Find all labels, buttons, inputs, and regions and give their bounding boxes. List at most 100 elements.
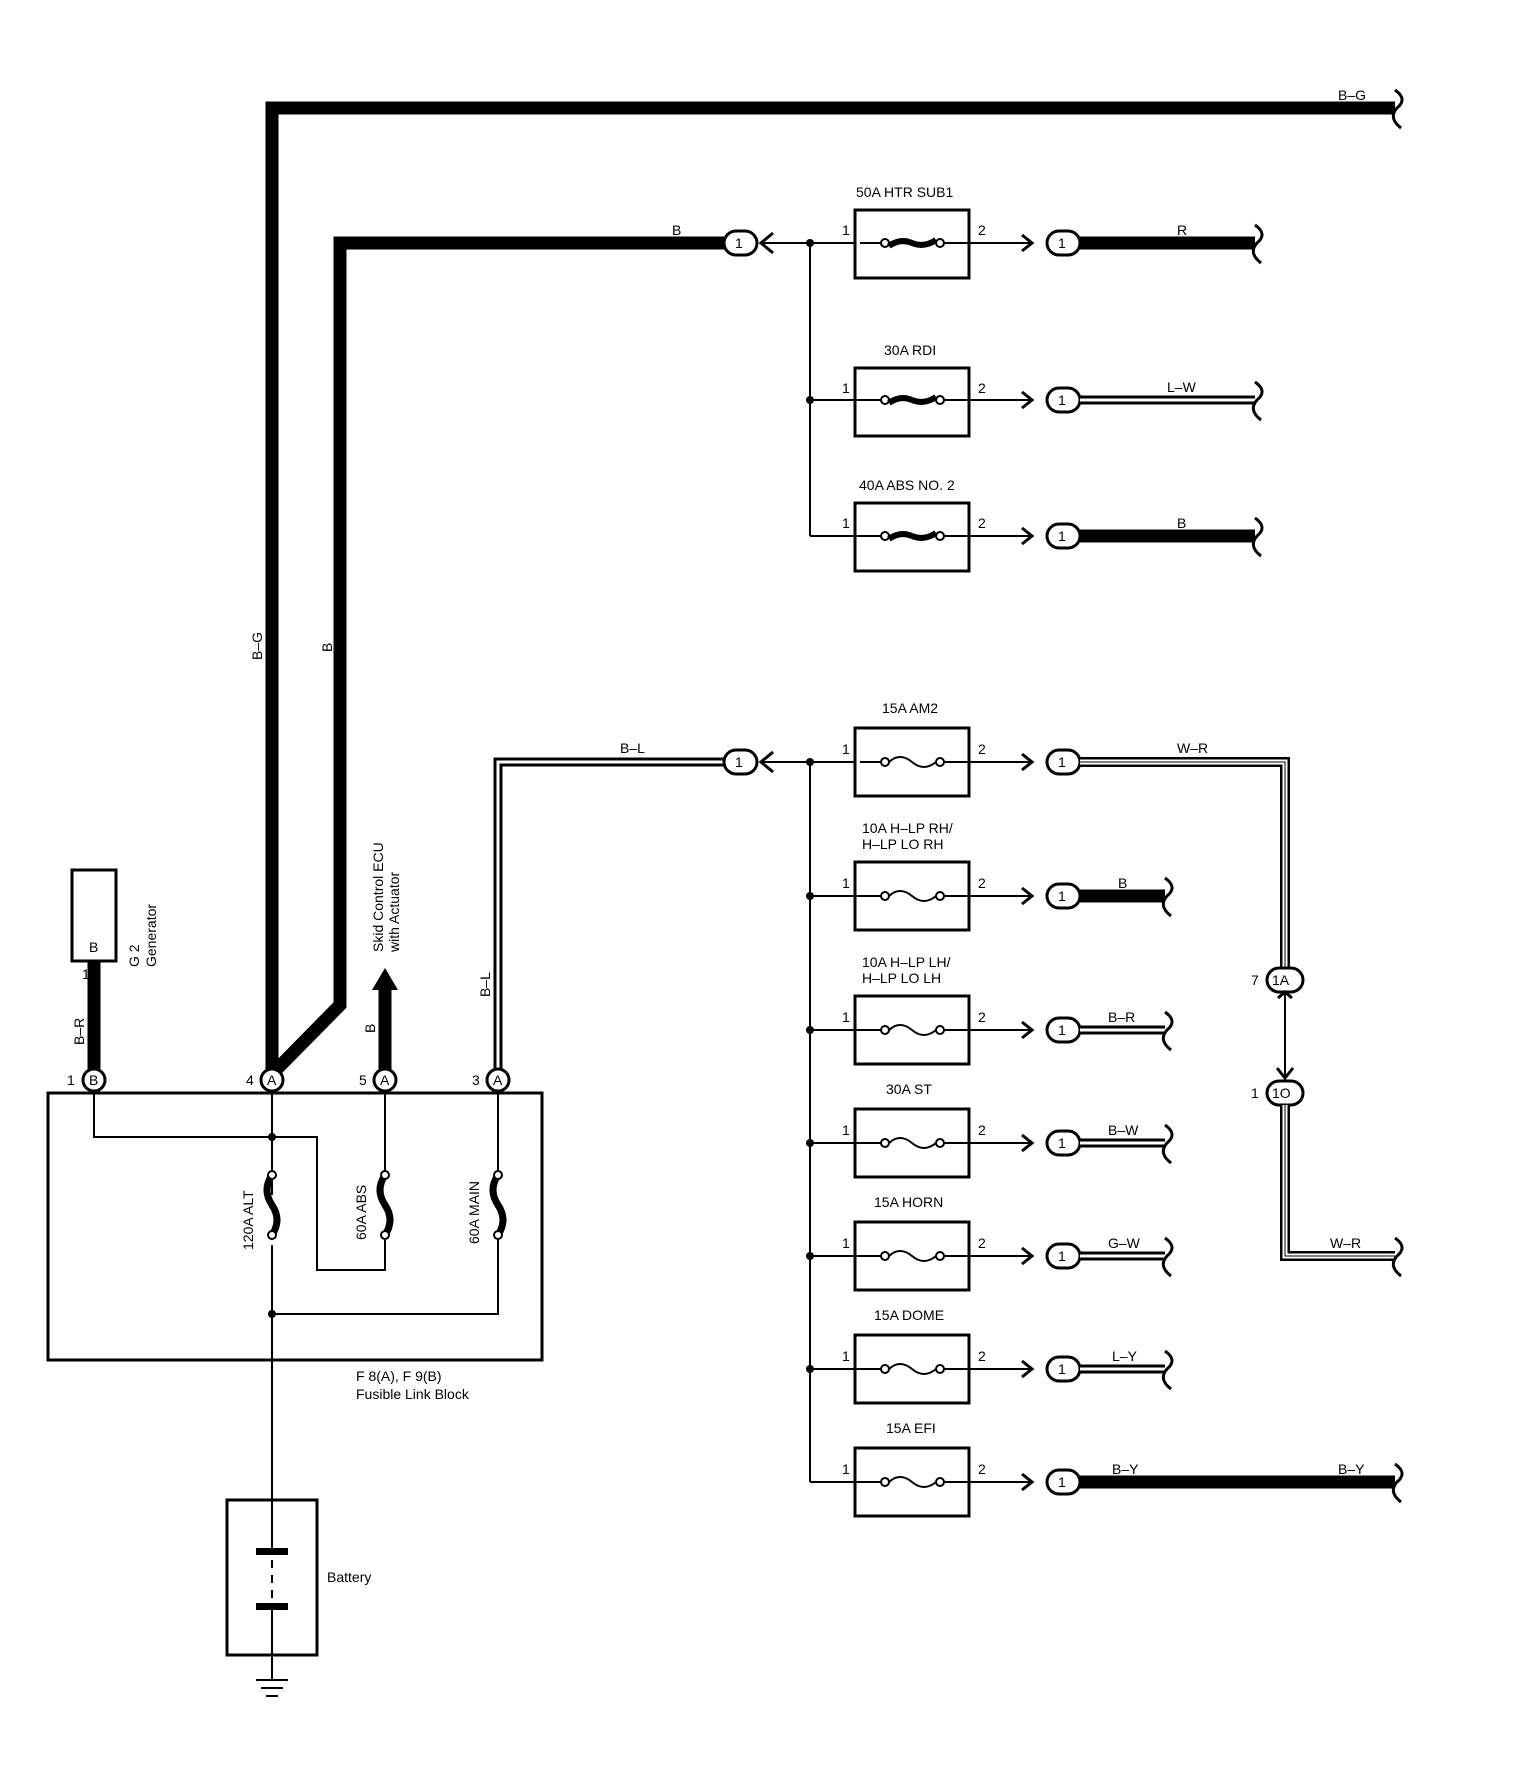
svg-text:2: 2 xyxy=(978,515,986,531)
fuse-label-2: H–LP LO LH xyxy=(862,970,941,986)
fuse-label: 15A AM2 xyxy=(882,700,938,716)
wire-label: R xyxy=(1177,222,1187,238)
fuse-label-alt: 120A ALT xyxy=(240,1190,256,1250)
fuse-hlp-lh: 10A H–LP LH/ H–LP LO LH 1 2 1 B–R xyxy=(810,954,1174,1066)
svg-text:B: B xyxy=(89,939,98,955)
svg-text:1: 1 xyxy=(842,1348,850,1364)
wire-label: W–R xyxy=(1177,740,1208,756)
svg-text:2: 2 xyxy=(978,1348,986,1364)
svg-text:1O: 1O xyxy=(1272,1085,1291,1101)
svg-text:A: A xyxy=(493,1072,503,1088)
fuse-label: 30A ST xyxy=(886,1081,932,1097)
svg-text:1: 1 xyxy=(842,380,850,396)
svg-text:2: 2 xyxy=(978,741,986,757)
svg-text:2: 2 xyxy=(978,380,986,396)
fuse-efi: 15A EFI 1 2 1 B–Y B–Y xyxy=(810,1420,1404,1518)
svg-text:1: 1 xyxy=(1058,1361,1066,1377)
generator-id: G 2 xyxy=(126,944,142,967)
inline-connector-b-feed: 1 xyxy=(722,229,774,257)
wire-label: B–W xyxy=(1108,1122,1139,1138)
fusible-link-caption-1: F 8(A), F 9(B) xyxy=(356,1368,442,1384)
svg-text:3: 3 xyxy=(472,1072,480,1088)
wire-label-bl-vertical: B–L xyxy=(477,972,493,997)
fusible-link-block: 120A ALT 60A ABS 60A MAIN B 1 A 4 A 5 A … xyxy=(46,1067,544,1488)
wire-label-br: B–R xyxy=(71,1018,87,1045)
svg-text:1: 1 xyxy=(1058,1135,1066,1151)
arrow-up-icon xyxy=(372,968,398,990)
battery: Battery xyxy=(225,1488,371,1680)
wire-label: B–Y xyxy=(1112,1461,1139,1477)
battery-label: Battery xyxy=(327,1569,371,1585)
svg-text:1: 1 xyxy=(1058,754,1066,770)
wire-label: B–Y xyxy=(1338,1461,1365,1477)
svg-text:1: 1 xyxy=(82,966,90,982)
svg-text:2: 2 xyxy=(978,222,986,238)
fusible-link-caption-2: Fusible Link Block xyxy=(356,1386,470,1402)
svg-text:1: 1 xyxy=(842,1122,850,1138)
svg-text:1: 1 xyxy=(842,222,850,238)
fuse-label: 15A DOME xyxy=(874,1307,944,1323)
fuse-label: 10A H–LP LH/ xyxy=(862,954,951,970)
junction-1o: 1O 1 xyxy=(1251,1079,1305,1107)
svg-text:2: 2 xyxy=(978,875,986,891)
svg-text:1: 1 xyxy=(1058,528,1066,544)
wire-label-bl-horizontal: B–L xyxy=(620,740,645,756)
fuse-label: 50A HTR SUB1 xyxy=(856,184,953,200)
wire-label: G–W xyxy=(1108,1235,1141,1251)
svg-text:1: 1 xyxy=(1058,1022,1066,1038)
svg-text:4: 4 xyxy=(246,1072,254,1088)
fuse-label: 40A ABS NO. 2 xyxy=(859,477,955,493)
svg-text:1: 1 xyxy=(842,875,850,891)
svg-text:A: A xyxy=(380,1072,390,1088)
svg-text:1: 1 xyxy=(842,741,850,757)
svg-text:B: B xyxy=(89,1072,98,1088)
svg-text:1: 1 xyxy=(1058,888,1066,904)
svg-text:1: 1 xyxy=(67,1072,75,1088)
wire-end-bg xyxy=(1391,88,1404,130)
fuse-label: 15A EFI xyxy=(886,1420,936,1436)
skid-control-label-1: Skid Control ECU xyxy=(370,842,386,952)
svg-text:2: 2 xyxy=(978,1461,986,1477)
wire-label: B xyxy=(1118,875,1127,891)
wire-bg xyxy=(265,101,1395,1080)
wire-wr-output xyxy=(1280,1105,1395,1261)
generator-name: Generator xyxy=(143,904,159,967)
fuse-label: 10A H–LP RH/ xyxy=(862,820,953,836)
wire-label: B xyxy=(1177,515,1186,531)
svg-text:1: 1 xyxy=(1058,1248,1066,1264)
svg-text:1: 1 xyxy=(842,515,850,531)
skid-control-label-2: with Actuator xyxy=(386,872,402,953)
wire-label-b-top: B xyxy=(672,222,681,238)
wire-label: L–Y xyxy=(1112,1348,1138,1364)
fuse-hlp-rh: 10A H–LP RH/ H–LP LO RH 1 2 1 B xyxy=(810,820,1174,932)
svg-text:1: 1 xyxy=(842,1461,850,1477)
fuse-label-abs: 60A ABS xyxy=(353,1185,369,1240)
fuse-am2: 15A AM2 1 2 1 W–R xyxy=(842,700,1290,968)
wire-label-b-vertical: B xyxy=(319,643,335,652)
wire-label: B–R xyxy=(1108,1009,1135,1025)
fuse-label: 30A RDI xyxy=(884,342,936,358)
wire-b-main xyxy=(271,236,735,1075)
svg-text:1: 1 xyxy=(1058,235,1066,251)
svg-text:1A: 1A xyxy=(1272,972,1290,988)
svg-text:7: 7 xyxy=(1251,972,1259,988)
svg-text:2: 2 xyxy=(978,1235,986,1251)
svg-text:2: 2 xyxy=(978,1122,986,1138)
fuse-label: 15A HORN xyxy=(874,1194,943,1210)
fuse-label-main: 60A MAIN xyxy=(466,1181,482,1244)
ground-icon xyxy=(256,1679,288,1697)
bus-dot xyxy=(806,239,814,247)
svg-text:1: 1 xyxy=(842,1235,850,1251)
fuse-st: 30A ST 1 2 1 B–W xyxy=(810,1081,1174,1179)
fuse-label-2: H–LP LO RH xyxy=(862,836,943,852)
svg-text:1: 1 xyxy=(735,754,743,770)
wire-label-wr-output: W–R xyxy=(1330,1235,1361,1251)
fuse-abs-no2: 40A ABS NO. 2 1 2 1 B xyxy=(810,477,1264,573)
junction-1a: 1A 7 xyxy=(1251,966,1305,994)
wire-label-bg-top: B–G xyxy=(1338,87,1366,103)
svg-text:A: A xyxy=(267,1072,277,1088)
generator: B 1 G 2 Generator xyxy=(70,868,159,982)
wire-bl xyxy=(493,757,735,1080)
svg-text:1: 1 xyxy=(842,1009,850,1025)
